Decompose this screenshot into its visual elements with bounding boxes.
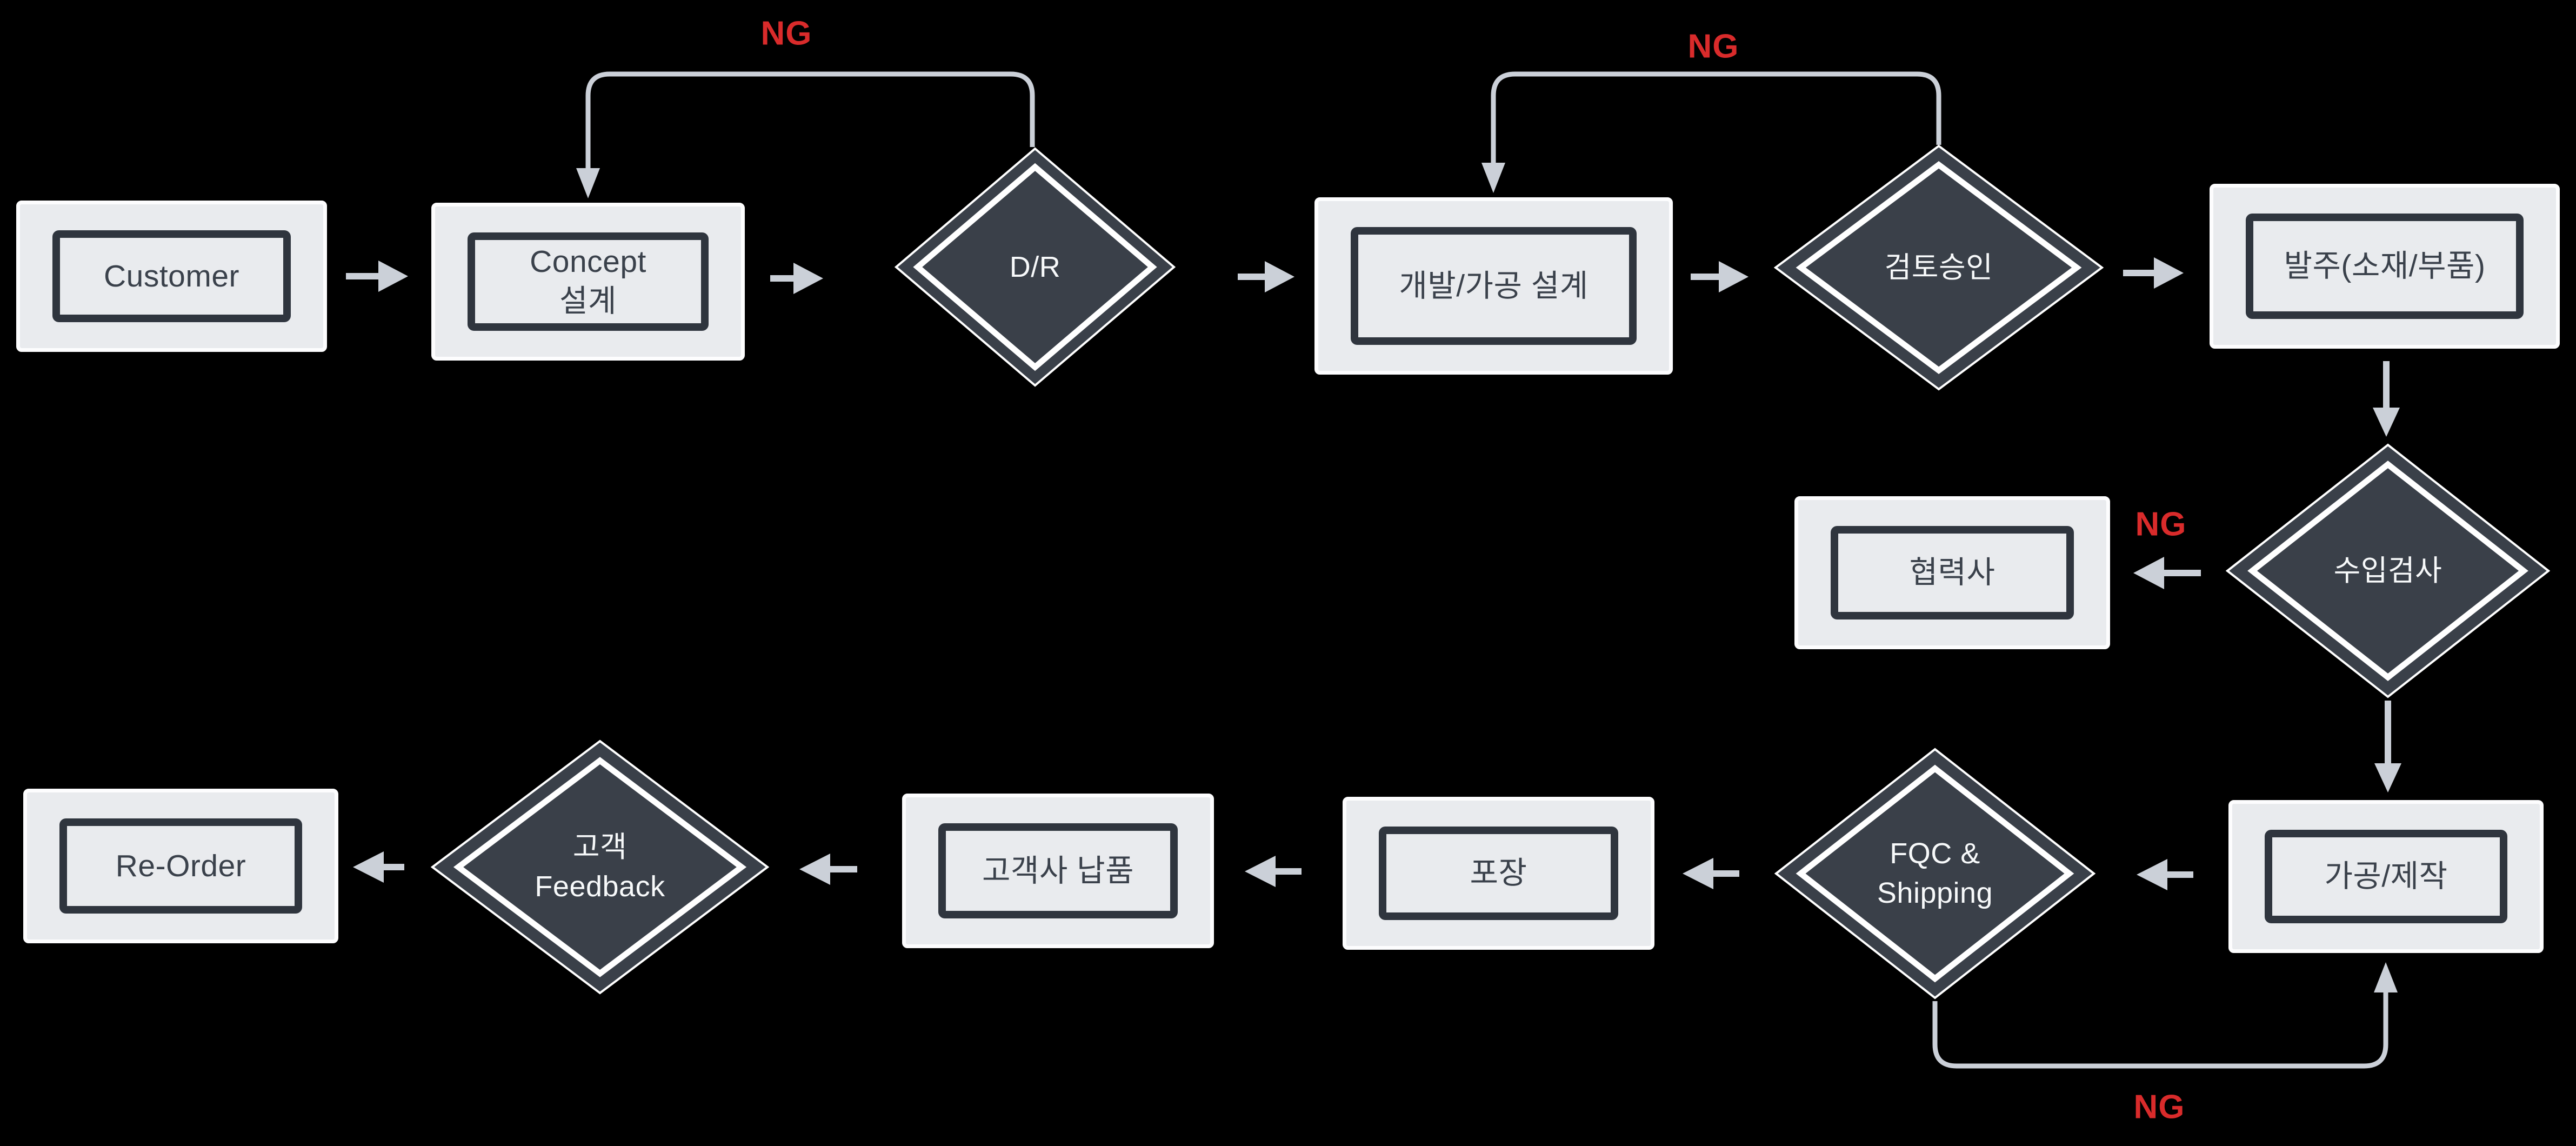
node-dev-design: 개발/가공 설계 (1314, 197, 1673, 375)
node-incoming-inspection: 수입검사 (2226, 443, 2550, 698)
arrow-customer-to-concept (346, 261, 408, 292)
node-processing: 가공/제작 (2228, 800, 2544, 953)
order-materials-frame: 발주(소재/부품) (2246, 214, 2524, 319)
review-approval-shape (1774, 144, 2104, 391)
arrow-fqc-to-packing (1683, 858, 1739, 889)
customer-delivery-label: 고객사 납품 (982, 853, 1134, 888)
ng-label-incoming-supplier: NG (2135, 505, 2187, 543)
dev-design-frame: 개발/가공 설계 (1351, 227, 1637, 345)
supplier-frame: 협력사 (1831, 526, 2074, 619)
supplier-label: 협력사 (1909, 555, 1996, 590)
ng-loop-review-to-dev-design (1481, 71, 1941, 193)
ng-label-review-loop: NG (1687, 28, 1739, 65)
customer-frame: Customer (52, 230, 291, 322)
customer-label: Customer (103, 258, 240, 294)
arrow-dr-to-dev-design (1238, 261, 1294, 292)
concept-design-frame: Concept 설계 (468, 232, 709, 331)
fqc-shipping-label: FQC & Shipping (1877, 837, 1993, 909)
arrow-concept-to-dr (770, 263, 823, 294)
arrow-order-to-incoming (2373, 361, 2400, 437)
incoming-inspection-label: 수입검사 (2333, 554, 2442, 587)
node-concept-design: Concept 설계 (431, 203, 745, 361)
packing-frame: 포장 (1379, 827, 1618, 920)
ng-label-fqc-loop: NG (2133, 1088, 2185, 1126)
processing-label: 가공/제작 (2324, 859, 2448, 894)
arrow-dev-design-to-review (1691, 261, 1749, 292)
arrow-review-to-order (2123, 257, 2184, 289)
incoming-inspection-shape (2226, 443, 2550, 698)
node-supplier: 협력사 (1794, 496, 2110, 649)
node-review-approval: 검토승인 (1774, 144, 2104, 391)
packing-label: 포장 (1470, 856, 1527, 891)
node-customer: Customer (16, 201, 327, 352)
arrow-incoming-to-supplier-ng (2133, 557, 2201, 589)
processing-frame: 가공/제작 (2265, 830, 2507, 923)
arrow-processing-to-fqc (2137, 859, 2193, 890)
node-order-materials: 발주(소재/부품) (2210, 184, 2560, 349)
customer-delivery-frame: 고객사 납품 (938, 823, 1178, 918)
arrow-feedback-to-reorder (353, 851, 404, 883)
node-packing: 포장 (1343, 797, 1654, 950)
node-fqc-shipping: FQC & Shipping (1774, 748, 2095, 1000)
dr-label: D/R (1009, 250, 1061, 283)
dev-design-label: 개발/가공 설계 (1399, 268, 1589, 303)
ng-loop-fqc-to-processing (1932, 962, 2398, 1069)
node-customer-feedback: 고객 Feedback (431, 739, 769, 995)
customer-feedback-label: 고객 Feedback (535, 831, 665, 903)
node-dr: D/R (895, 147, 1176, 387)
arrow-packing-to-delivery (1245, 856, 1302, 887)
ng-label-dr-loop: NG (760, 15, 812, 52)
fqc-shipping-shape (1774, 748, 2095, 1000)
arrow-delivery-to-feedback (799, 854, 857, 885)
concept-design-label: Concept 설계 (530, 244, 646, 318)
customer-feedback-shape (431, 739, 769, 995)
arrow-incoming-to-processing (2374, 701, 2401, 792)
node-customer-delivery: 고객사 납품 (902, 794, 1214, 948)
review-approval-label: 검토승인 (1884, 251, 1993, 284)
ng-loop-dr-to-concept (576, 71, 1035, 198)
reorder-frame: Re-Order (59, 818, 302, 914)
order-materials-label: 발주(소재/부품) (2284, 249, 2486, 284)
dr-shape (895, 147, 1176, 387)
node-reorder: Re-Order (23, 789, 338, 943)
reorder-label: Re-Order (115, 848, 246, 883)
